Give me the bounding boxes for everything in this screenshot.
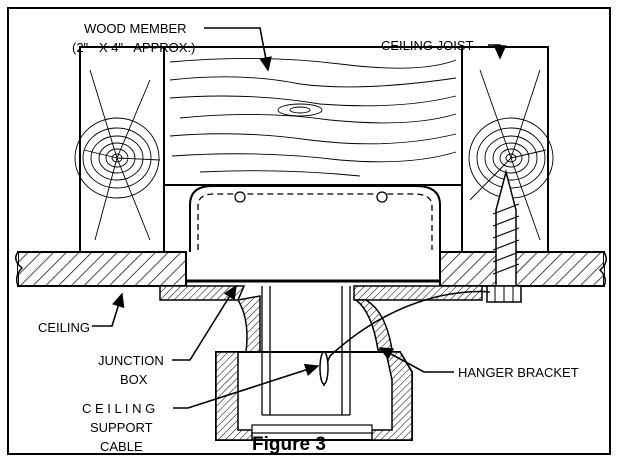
junction-box	[186, 185, 441, 283]
label-ceiling: CEILING	[38, 320, 90, 335]
figure-border	[7, 7, 611, 455]
label-wood-member-line2: (2" X 4" APPROX.)	[72, 40, 195, 55]
ceiling-board-right	[439, 251, 607, 287]
hanger-bracket	[159, 285, 483, 441]
wood-screw	[486, 169, 522, 303]
leader-ceiling	[92, 292, 125, 327]
leader-junction-box	[172, 284, 237, 361]
leader-ceiling-joist	[488, 44, 507, 60]
ceiling-joist-left	[74, 46, 165, 253]
leader-hanger-bracket	[378, 347, 454, 373]
label-junction-box-line1: JUNCTION	[98, 353, 164, 368]
label-cable-line1: C E I L I N G	[82, 401, 155, 416]
leader-wood-member	[204, 27, 272, 72]
screw-head-icon	[234, 191, 246, 203]
label-wood-member-line1: WOOD MEMBER	[84, 21, 187, 36]
leader-support-cable	[173, 363, 320, 409]
label-junction-box-line2: BOX	[120, 372, 148, 387]
label-cable-line2: SUPPORT	[90, 420, 153, 435]
label-cable-line3: CABLE	[100, 439, 143, 454]
ceiling-support-cable	[319, 290, 491, 387]
label-ceiling-joist: CEILING JOIST	[381, 38, 474, 53]
ceiling-board-left	[15, 251, 187, 287]
label-hanger-bracket: HANGER BRACKET	[458, 365, 579, 380]
figure-caption: Figure 3	[252, 434, 326, 455]
screw-head-icon	[376, 191, 388, 203]
wood-member	[163, 46, 463, 186]
